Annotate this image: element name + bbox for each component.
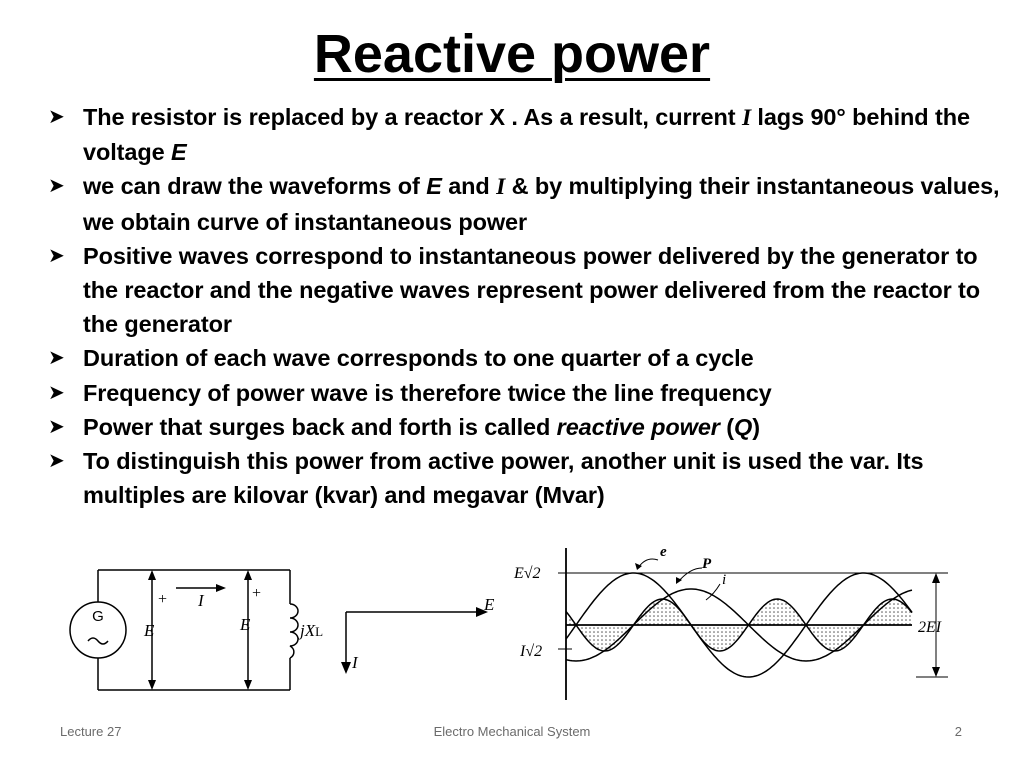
plus-sign-right: +: [252, 585, 261, 602]
bullet-text: The resistor is replaced by a reactor X …: [83, 104, 742, 130]
arrowhead-icon: [148, 570, 156, 580]
bullet-item: ➤ To distinguish this power from active p…: [48, 444, 1008, 512]
arrowhead-icon: [635, 563, 642, 570]
arrow-bullet-icon: ➤: [48, 244, 65, 267]
bullet-item: ➤ Positive waves correspond to instantane…: [48, 239, 1008, 342]
reactive-power-term: reactive power: [556, 413, 720, 440]
bullet-text: and: [441, 173, 497, 200]
footer-center: Electro Mechanical System: [433, 724, 591, 739]
voltage-curve: [565, 572, 913, 678]
arrow-bullet-icon: ➤: [48, 106, 65, 128]
voltage-label-left: E: [143, 621, 155, 640]
arrowhead-icon: [932, 667, 940, 677]
bullet-text: Power that surges back and forth is call…: [83, 413, 557, 440]
footer-page-number: 2: [954, 724, 962, 739]
bullet-item: ➤ Duration of each wave corresponds to on…: [48, 341, 1008, 375]
bullet-item: ➤ Frequency of power wave is therefore tw…: [48, 376, 1008, 410]
generator-label: G: [92, 608, 104, 625]
generator-icon: [69, 601, 127, 659]
arrowhead-icon: [932, 573, 940, 583]
voltage-symbol: E: [171, 139, 187, 166]
current-symbol: I: [496, 174, 506, 201]
arrowhead-icon: [476, 607, 488, 617]
slide-title: Reactive power: [313, 24, 711, 84]
bullet-text: ): [752, 413, 760, 440]
arrowhead-icon: [244, 680, 252, 690]
amplitude-label: 2EI: [918, 619, 942, 636]
waveform-diagram: E√2 I√2 e P i 2EI: [513, 544, 948, 700]
curve-e-label: e: [660, 544, 667, 560]
bullet-list: ➤ The resistor is replaced by a reactor X…: [48, 100, 1008, 512]
bullet-text: To distinguish this power from active po…: [83, 448, 924, 509]
curve-p-label: P: [702, 556, 712, 572]
e-max-label: E√2: [513, 565, 541, 582]
arrow-bullet-icon: ➤: [48, 175, 65, 198]
bullet-text: & by multiplying their instantaneous val…: [83, 173, 1000, 235]
bullet-item: ➤ The resistor is replaced by a reactor X…: [48, 100, 1008, 169]
arrowhead-icon: [341, 662, 351, 674]
voltage-label-right: E: [239, 615, 251, 634]
q-symbol: Q: [734, 413, 753, 440]
phasor-e-label: E: [483, 595, 495, 614]
plus-sign-left: +: [158, 591, 167, 608]
footer-left: Lecture 27: [60, 724, 122, 739]
arrow-bullet-icon: ➤: [48, 347, 65, 370]
phasor-i-label: I: [351, 653, 359, 672]
curve-i-label: i: [722, 572, 726, 588]
current-symbol: I: [741, 105, 751, 131]
current-curve: [565, 588, 913, 662]
arrowhead-icon: [676, 577, 682, 584]
arrow-bullet-icon: ➤: [48, 415, 65, 438]
inductor-coil-icon: [289, 603, 299, 659]
bullet-item: ➤ we can draw the waveforms of E and I & …: [48, 169, 1008, 238]
bullet-text: Duration of each wave corresponds to one…: [83, 345, 754, 372]
arrowhead-icon: [148, 680, 156, 690]
current-label: I: [197, 591, 205, 610]
circuit-diagram: G + + I E E jXL E I: [69, 569, 495, 691]
bullet-text: (: [719, 413, 735, 440]
bullet-item: ➤ Power that surges back and forth is cal…: [48, 410, 1008, 444]
voltage-symbol: E: [426, 173, 442, 200]
arrow-bullet-icon: ➤: [48, 381, 65, 404]
ac-source-icon: [87, 637, 109, 645]
bullet-text: lags 90° behind the voltage: [83, 104, 970, 166]
i-max-label: I√2: [519, 643, 542, 660]
bullet-text: Positive waves correspond to instantaneo…: [83, 242, 981, 338]
reactance-label: jXL: [298, 621, 323, 640]
i-pointer: [705, 583, 721, 601]
arrowhead-icon: [244, 570, 252, 580]
power-curve: [565, 598, 913, 652]
bullet-text: we can draw the waveforms of: [83, 173, 427, 200]
arrow-bullet-icon: ➤: [48, 450, 65, 473]
arrowhead-icon: [216, 584, 226, 592]
bullet-text: Frequency of power wave is therefore twi…: [83, 379, 772, 406]
